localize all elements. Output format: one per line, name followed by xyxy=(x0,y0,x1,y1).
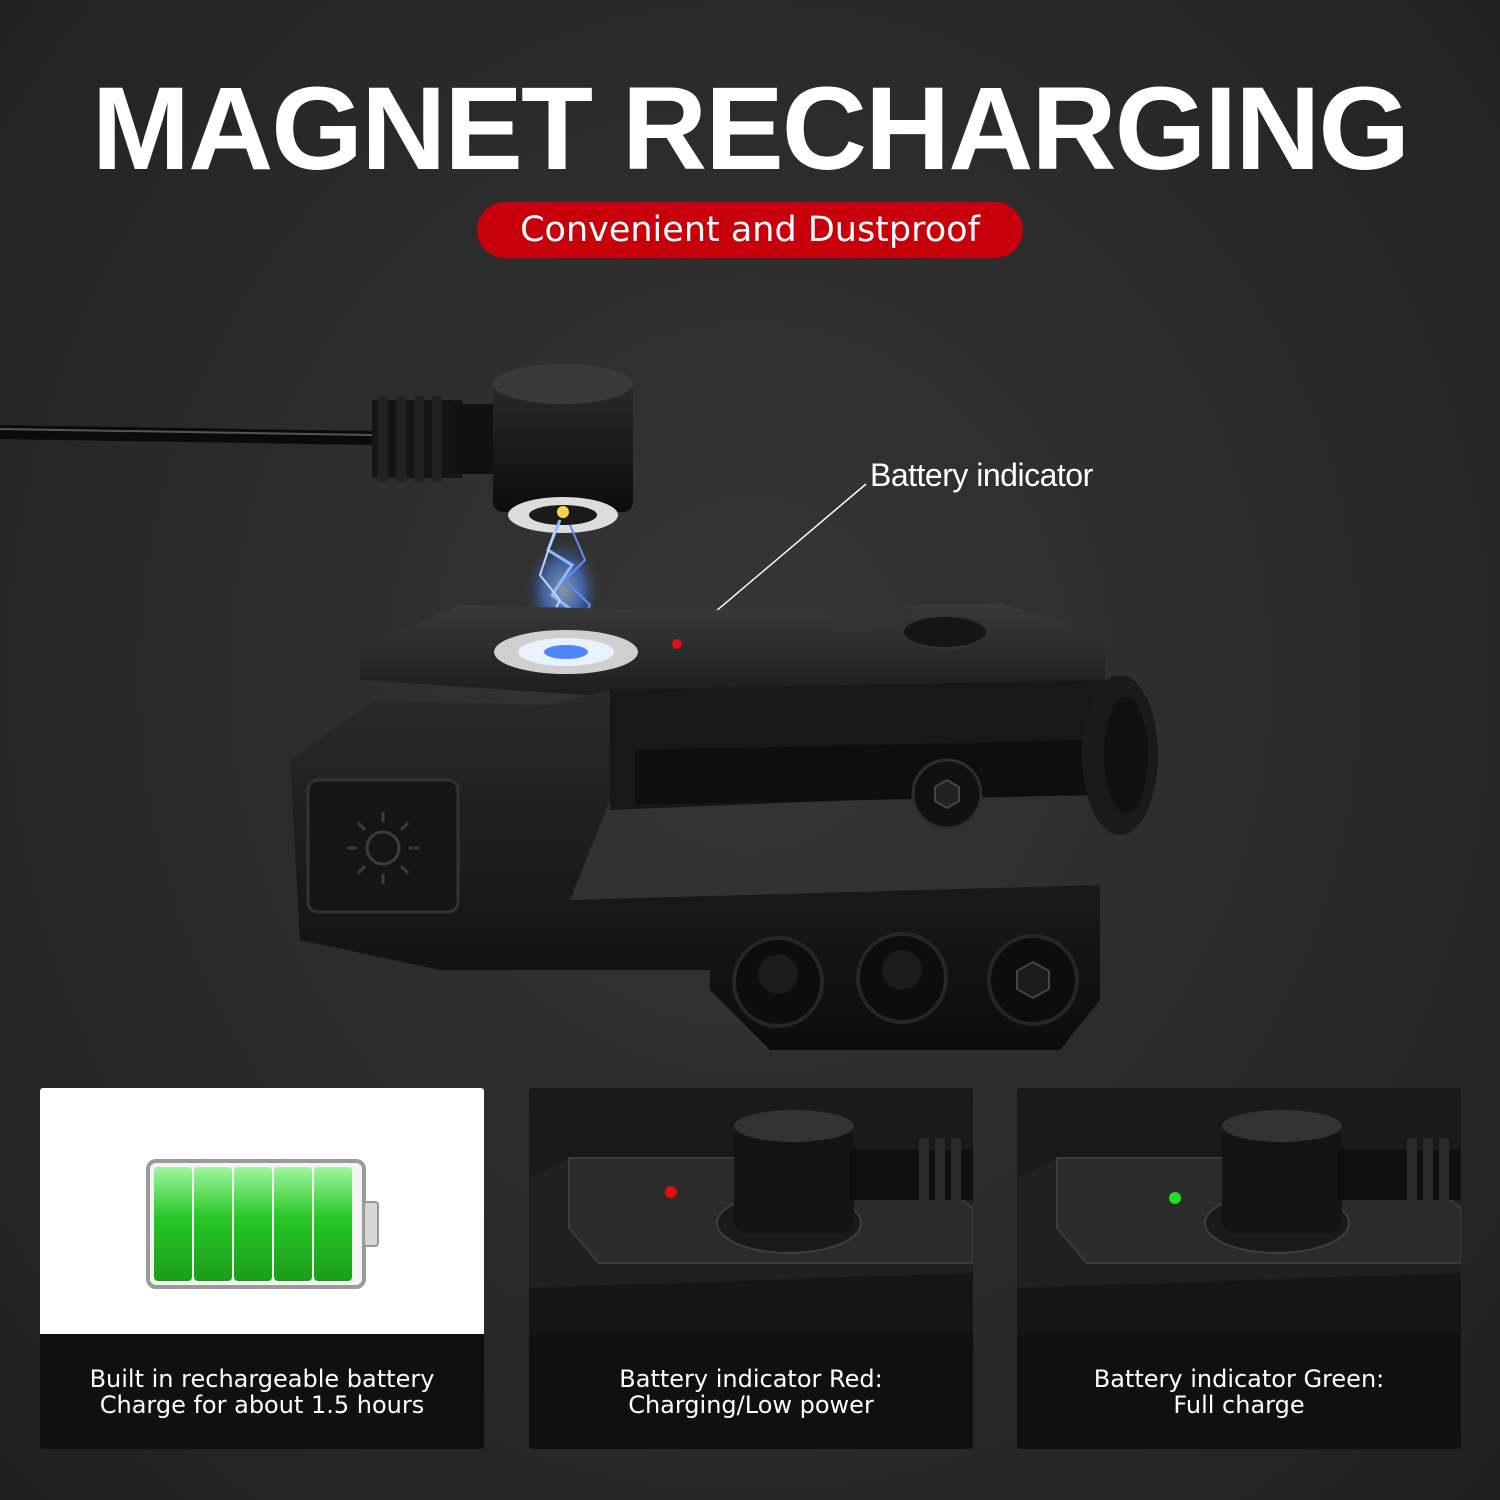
device-closeup-green xyxy=(1017,1110,1461,1334)
battery-full-icon xyxy=(146,1159,379,1289)
battery-cell xyxy=(194,1167,232,1281)
screw xyxy=(902,615,988,649)
indicator-led-red xyxy=(665,1186,677,1198)
battery-indicator-led xyxy=(672,639,682,649)
feature-card-battery: Built in rechargeable battery Charge for… xyxy=(40,1088,484,1449)
caption-line: Battery indicator Green: xyxy=(1093,1364,1385,1393)
product-illustration xyxy=(0,364,1158,1050)
caption-line: Built in rechargeable battery xyxy=(89,1364,435,1393)
feature-card-green-indicator: Battery indicator Green: Full charge xyxy=(1017,1088,1461,1449)
laser-sight-device xyxy=(290,603,1158,1050)
caption-line: Full charge xyxy=(1173,1390,1305,1419)
cable-strain-relief xyxy=(372,396,500,482)
subtitle-badge: Convenient and Dustproof xyxy=(477,202,1023,258)
caption-line: Battery indicator Red: xyxy=(619,1364,883,1393)
page-title: MAGNET RECHARGING xyxy=(91,63,1410,195)
charging-cable xyxy=(0,364,633,533)
card-caption: Built in rechargeable battery Charge for… xyxy=(40,1334,484,1449)
device-closeup-red xyxy=(529,1110,973,1334)
card-image xyxy=(1017,1088,1461,1334)
feature-card-red-indicator: Battery indicator Red: Charging/Low powe… xyxy=(529,1088,973,1449)
card-image xyxy=(529,1088,973,1334)
caption-line: Charging/Low power xyxy=(628,1390,874,1419)
sun-icon xyxy=(347,812,419,884)
battery-cell xyxy=(274,1167,312,1281)
indicator-led-green xyxy=(1169,1192,1181,1204)
battery-cell xyxy=(154,1167,192,1281)
card-caption: Battery indicator Green: Full charge xyxy=(1017,1334,1461,1449)
card-image xyxy=(40,1088,484,1334)
magnetic-plug xyxy=(493,364,633,533)
battery-indicator-callout: Battery indicator xyxy=(870,457,1093,493)
power-button xyxy=(306,778,460,914)
battery-cell xyxy=(314,1167,352,1281)
subtitle-text: Convenient and Dustproof xyxy=(520,210,980,250)
caption-line: Charge for about 1.5 hours xyxy=(99,1390,425,1419)
battery-cell xyxy=(234,1167,272,1281)
card-caption: Battery indicator Red: Charging/Low powe… xyxy=(529,1334,973,1449)
